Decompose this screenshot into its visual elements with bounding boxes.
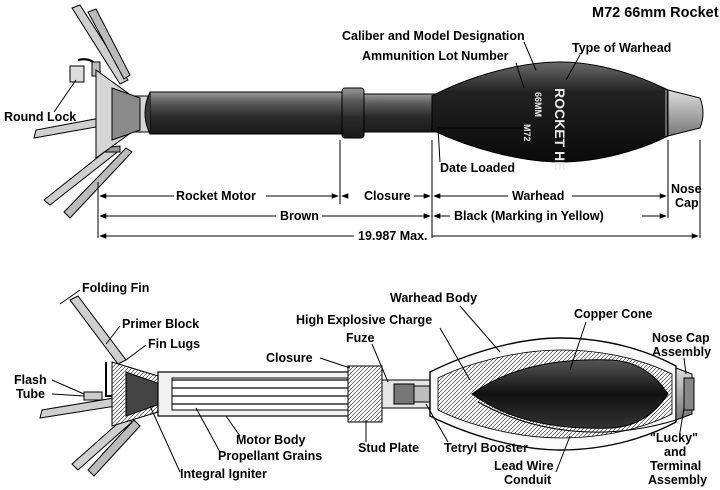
label-tetryl-booster: Tetryl Booster (444, 441, 528, 455)
model-marking: M72 (522, 124, 532, 142)
label-lucky-4: Assembly (648, 473, 707, 487)
dim-nose-cap-1: Nose (671, 182, 702, 196)
label-ammo-lot: Ammunition Lot Number (362, 49, 509, 63)
label-nose-cap-assy-2: Assembly (652, 345, 711, 359)
label-date-loaded: Date Loaded (440, 161, 515, 175)
label-flash-tube-2: Tube (16, 387, 45, 401)
label-motor-body: Motor Body (236, 433, 305, 447)
label-lucky-2: and (664, 445, 686, 459)
dimension-lines (97, 140, 701, 239)
label-round-lock: Round Lock (4, 110, 76, 124)
dim-overall: 19.987 Max. (358, 229, 428, 243)
dim-nose-cap-2: Cap (675, 196, 699, 210)
dim-brown: Brown (280, 209, 319, 223)
label-folding-fin: Folding Fin (82, 281, 149, 295)
top-rocket-body: ROCKET HE 66MM M72 (95, 61, 704, 170)
label-caliber-model: Caliber and Model Designation (342, 29, 525, 43)
dim-rocket-motor: Rocket Motor (176, 189, 256, 203)
label-high-explosive: High Explosive Charge (296, 313, 432, 327)
label-fin-lugs: Fin Lugs (148, 337, 200, 351)
label-flash-tube-1: Flash (14, 373, 47, 387)
label-nose-cap-assy-1: Nose Cap (652, 331, 710, 345)
dim-warhead: Warhead (512, 189, 564, 203)
label-warhead-type: Type of Warhead (572, 41, 671, 55)
label-warhead-body: Warhead Body (390, 291, 477, 305)
figure-title: M72 66mm Rocket (592, 5, 719, 21)
dim-black: Black (Marking in Yellow) (454, 209, 604, 223)
label-fuze: Fuze (346, 331, 375, 345)
dim-closure: Closure (364, 189, 411, 203)
label-copper-cone: Copper Cone (574, 307, 653, 321)
caliber-marking: 66MM (533, 92, 543, 117)
bottom-rocket-body (111, 337, 695, 451)
warhead-marking-text: ROCKET HE (552, 88, 568, 170)
label-lead-wire-2: Conduit (504, 473, 552, 487)
label-lucky-3: Terminal (650, 459, 701, 473)
label-primer-block: Primer Block (122, 317, 199, 331)
label-propellant-grains: Propellant Grains (218, 449, 322, 463)
label-lucky-1: "Lucky" (650, 431, 698, 445)
label-lead-wire-1: Lead Wire (494, 459, 554, 473)
label-closure: Closure (266, 351, 313, 365)
label-integral-igniter: Integral Igniter (180, 467, 267, 481)
label-stud-plate: Stud Plate (358, 441, 419, 455)
